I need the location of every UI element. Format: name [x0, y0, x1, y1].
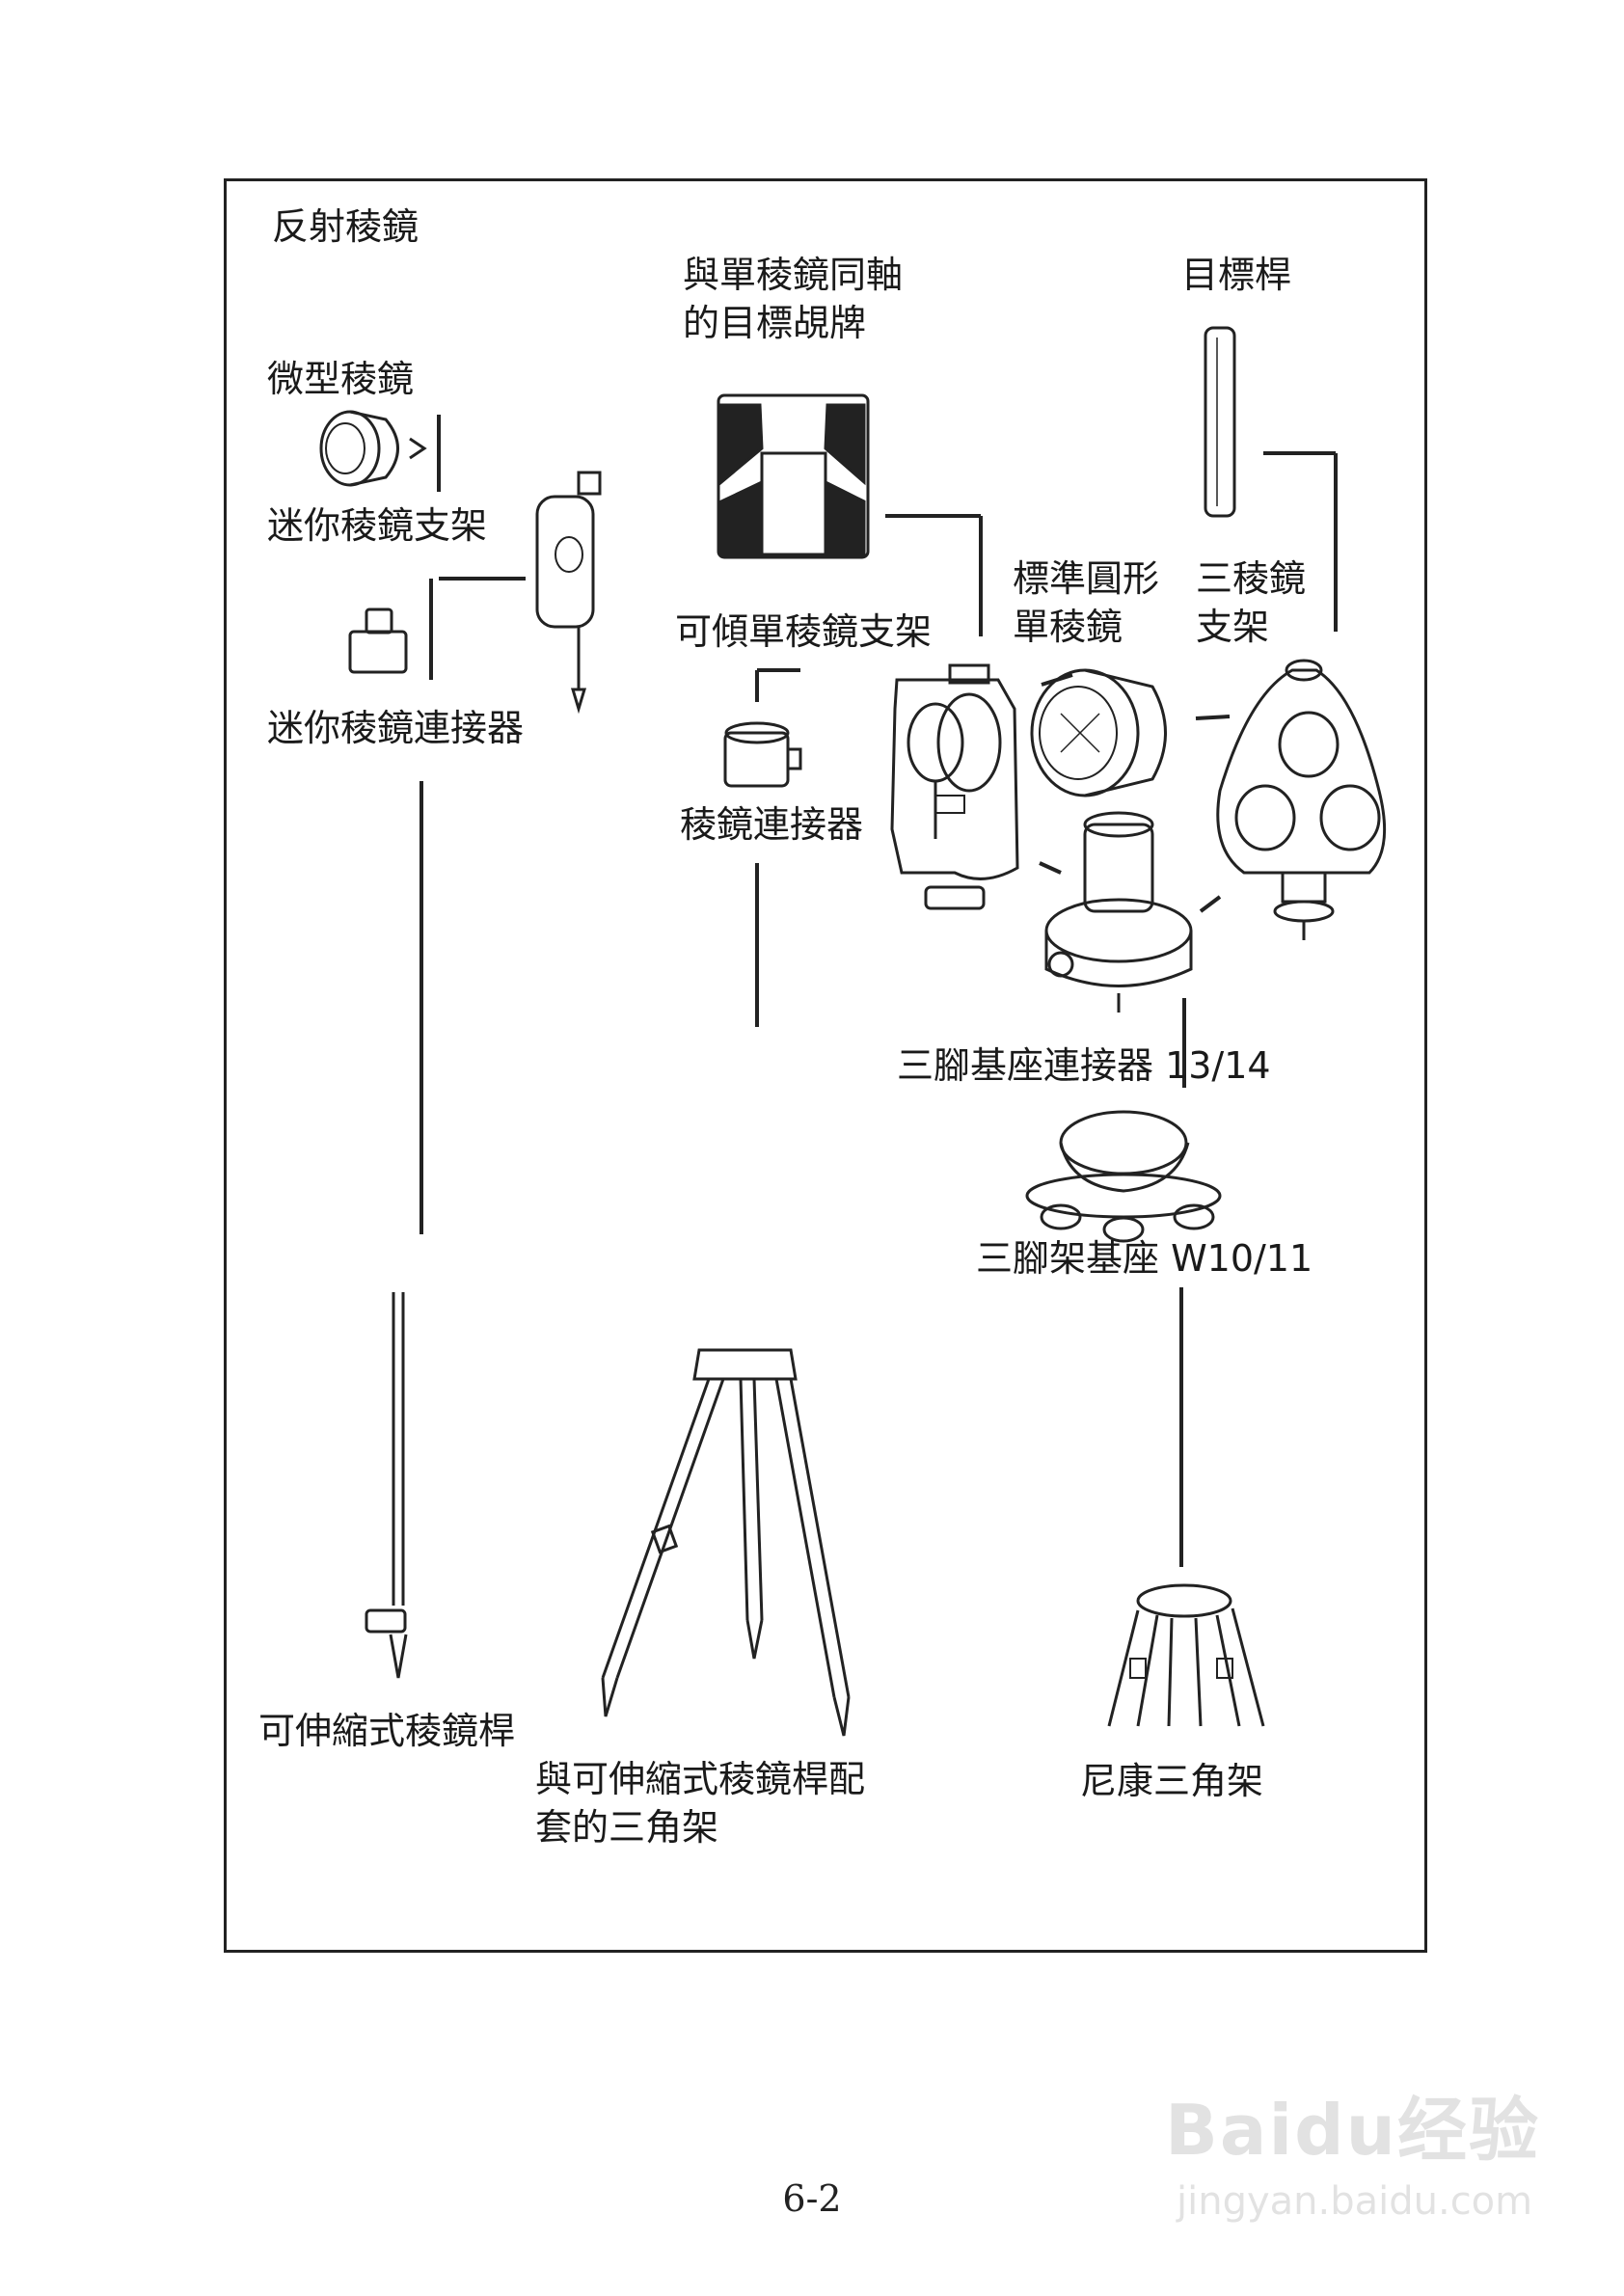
triple-holder-illustration — [1216, 659, 1387, 940]
page-number: 6-2 — [782, 2177, 842, 2220]
figure-title: 反射稜鏡 — [272, 205, 420, 248]
label-mini-adapter: 迷你稜鏡連接器 — [267, 707, 525, 749]
label-coaxial-target: 與單稜鏡同軸 的目標覘牌 — [683, 254, 904, 344]
target-rod-illustration — [1204, 326, 1236, 518]
label-pole-tripod: 與可伸縮式稜鏡桿配 套的三角架 — [535, 1758, 866, 1849]
tribrach-adapter-illustration — [1044, 811, 1193, 1013]
label-target-rod: 目標桿 — [1181, 254, 1292, 296]
prism-adapter-illustration — [723, 721, 802, 788]
label-mini-holder: 迷你稜鏡支架 — [267, 504, 488, 547]
label-triple-holder: 三稜鏡 支架 — [1196, 557, 1307, 648]
watermark-logo-text: Baidu经验 — [1165, 2090, 1540, 2171]
watermark: Baidu经验 jingyan.baidu.com — [1165, 2073, 1580, 2247]
standard-prism-illustration — [1030, 668, 1167, 797]
target-board-illustration — [717, 393, 870, 559]
pole-tripod-illustration — [601, 1348, 851, 1737]
label-nikon-tripod: 尼康三角架 — [1080, 1760, 1264, 1802]
figure-frame — [224, 178, 1427, 1953]
label-pole: 可伸縮式稜鏡桿 — [258, 1710, 516, 1752]
pole-illustration — [365, 1292, 408, 1679]
connector-lines — [420, 415, 1338, 1567]
mini-adapter-illustration — [348, 608, 408, 674]
label-prism-adapter: 稜鏡連接器 — [680, 803, 864, 846]
label-standard-prism: 標準圓形 單稜鏡 — [1013, 557, 1160, 648]
label-tilt-holder: 可傾單稜鏡支架 — [675, 610, 933, 653]
label-micro-prism: 微型稜鏡 — [267, 358, 415, 400]
label-tribrach: 三腳架基座 W10/11 — [976, 1237, 1313, 1280]
tribrach-illustration — [1025, 1110, 1222, 1243]
tilt-holder-illustration — [890, 663, 1019, 910]
watermark-url: jingyan.baidu.com — [1177, 2179, 1533, 2224]
nikon-tripod-illustration — [1107, 1583, 1265, 1727]
label-tribrach-adapter: 三腳基座連接器 13/14 — [897, 1044, 1271, 1087]
micro-prism-illustration — [319, 410, 427, 487]
mini-holder-illustration — [535, 471, 602, 715]
